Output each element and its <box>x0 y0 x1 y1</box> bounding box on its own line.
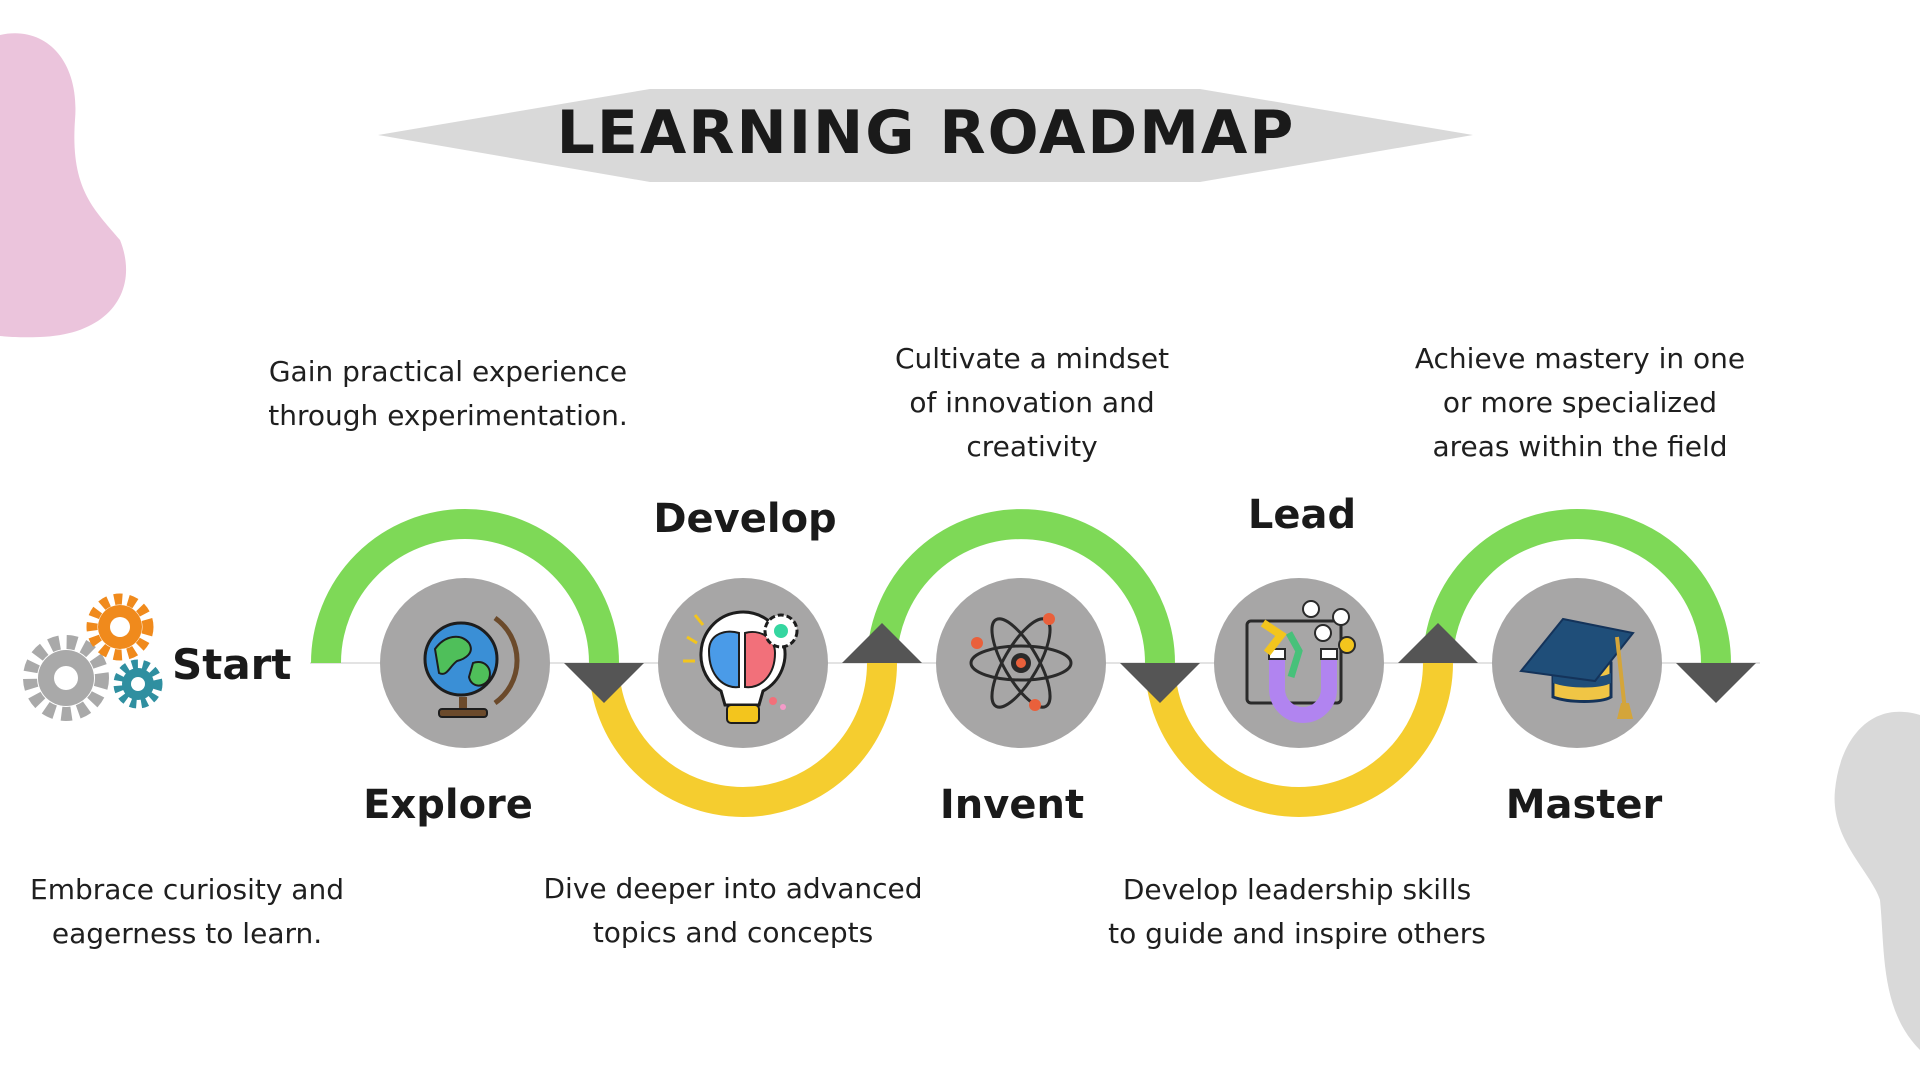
description-line: Dive deeper into advanced <box>543 872 923 905</box>
description-line: of innovation and <box>909 386 1155 419</box>
description-line: Develop leadership skills <box>1122 873 1472 906</box>
arrow-down-1 <box>564 663 644 703</box>
description-line: to guide and inspire others <box>1108 917 1486 950</box>
description-invent: Dive deeper into advanced topics and con… <box>543 867 922 955</box>
stage-label-invent: Invent <box>939 782 1085 828</box>
arrow-down-3 <box>1676 663 1756 703</box>
description-line: eagerness to learn. <box>51 917 323 950</box>
pink-blob-decoration <box>0 33 127 338</box>
page-title: LEARNING ROADMAP <box>556 98 1296 168</box>
lower-arc-1 <box>589 662 897 817</box>
lower-arc-2 <box>1145 662 1453 817</box>
description-master: Develop leadership skills to guide and i… <box>1108 868 1486 956</box>
description-line: creativity <box>966 430 1098 463</box>
magnet-people-icon <box>1245 600 1356 723</box>
description-explore: Embrace curiosity and eagerness to learn… <box>30 868 344 956</box>
upper-arc-1 <box>311 509 619 664</box>
gears-icon <box>23 593 163 721</box>
description-line: Achieve mastery in one <box>1414 342 1746 375</box>
arc-path <box>311 509 1731 817</box>
stage-label-develop: Develop <box>653 496 837 542</box>
description-line: topics and concepts <box>592 916 874 949</box>
arrow-up-1 <box>842 623 922 663</box>
brain-lightbulb-icon <box>683 610 799 724</box>
graduation-cap-icon <box>1519 617 1635 719</box>
description-line: Embrace curiosity and <box>30 873 344 906</box>
stage-label-lead: Lead <box>1247 492 1357 538</box>
upper-arc-3 <box>1423 509 1731 664</box>
arrow-up-2 <box>1398 623 1478 663</box>
gray-blob-decoration <box>1834 711 1920 1050</box>
globe-icon <box>423 615 520 718</box>
arrow-down-2 <box>1120 663 1200 703</box>
description-line: or more specialized <box>1442 386 1718 419</box>
description-lead: Cultivate a mindset of innovation and cr… <box>895 337 1169 469</box>
stage-label-explore: Explore <box>363 782 533 828</box>
description-line: Cultivate a mindset <box>894 342 1170 375</box>
title-banner <box>378 89 1473 182</box>
start-label: Start <box>172 640 292 689</box>
description-line: Gain practical experience <box>268 355 628 388</box>
description-specialization: Achieve mastery in one or more specializ… <box>1415 337 1745 469</box>
description-develop: Gain practical experience through experi… <box>268 350 627 438</box>
description-line: areas within the field <box>1432 430 1728 463</box>
stage-label-master: Master <box>1505 782 1663 828</box>
upper-arc-2 <box>867 509 1175 664</box>
description-line: through experimentation. <box>268 399 628 432</box>
